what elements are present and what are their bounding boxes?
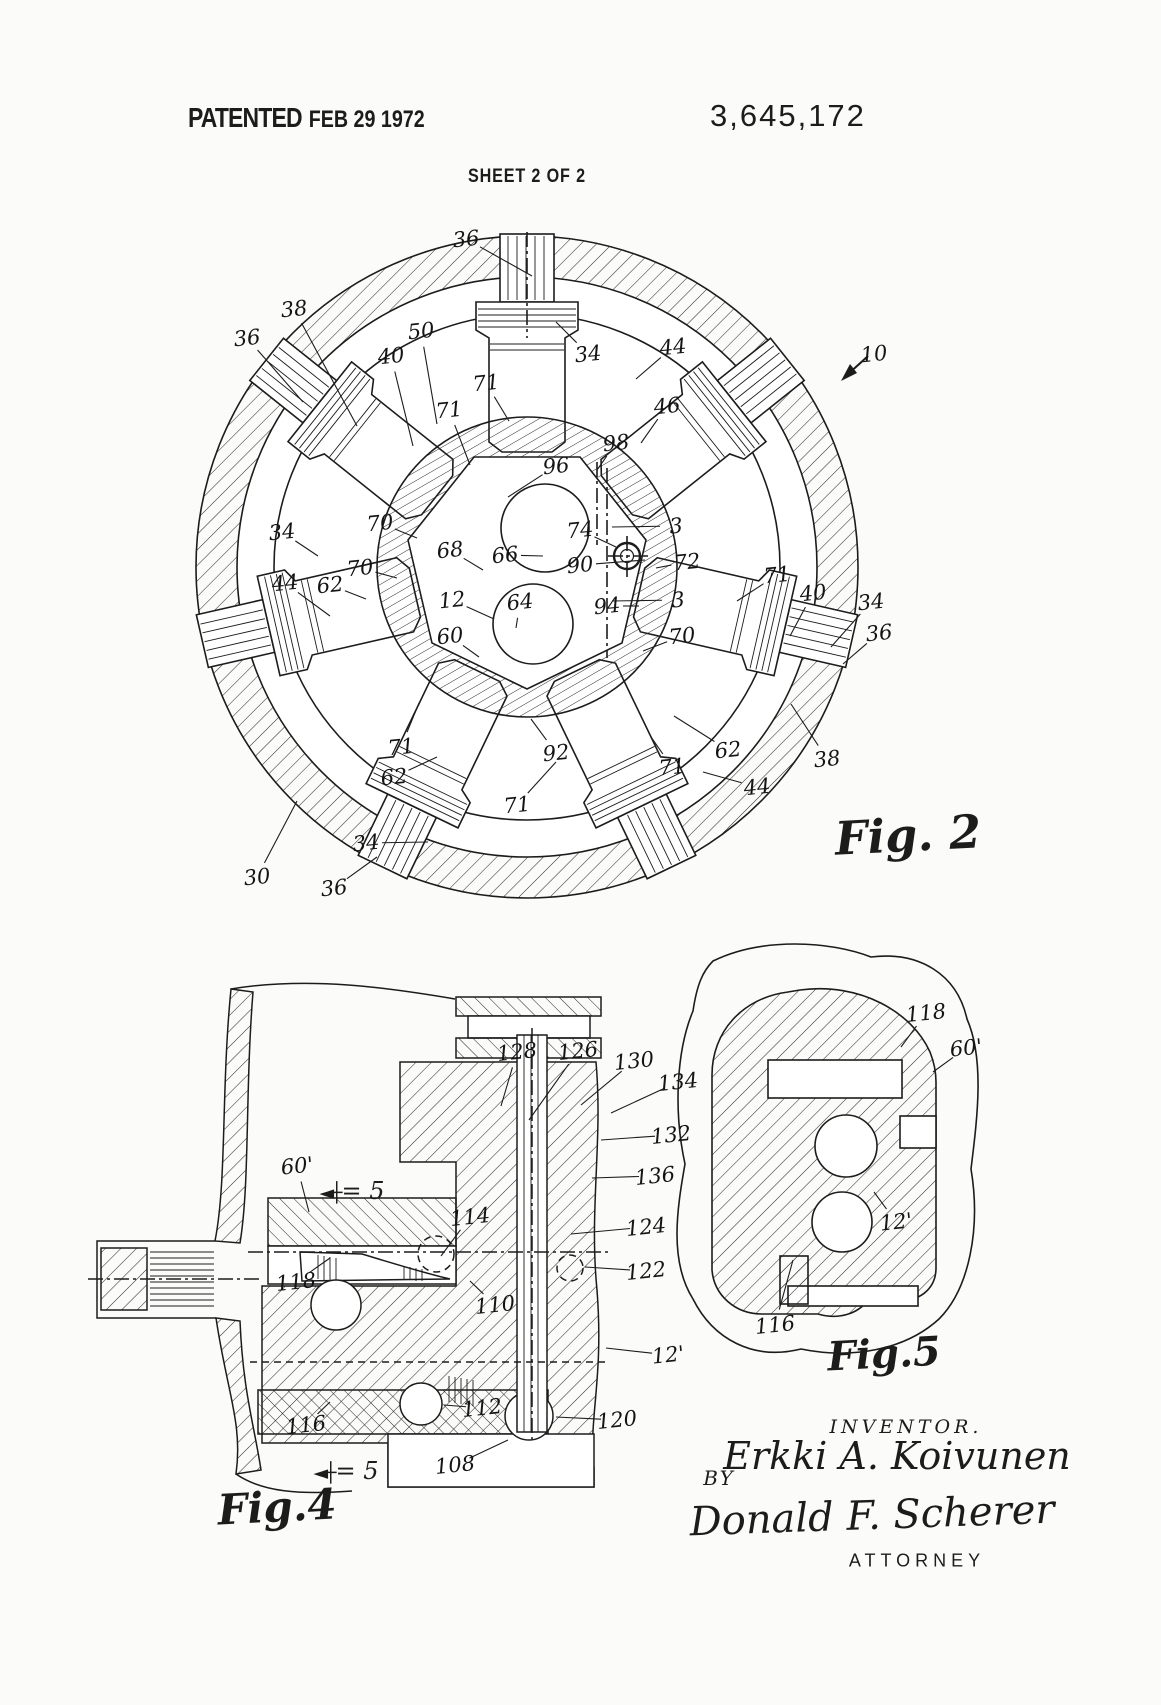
section-marker-text: = 5 xyxy=(335,1457,379,1485)
patented-date-stamp: PATENTED FEB 29 1972 xyxy=(188,102,425,134)
attorney-label: ATTORNEY xyxy=(848,1550,986,1571)
fig4-caption: Fig.4 xyxy=(216,1479,338,1535)
ref-label: 118 xyxy=(904,998,948,1028)
section-marker: ◄┼= 5 xyxy=(319,1177,384,1205)
fig2-caption: Fig. 2 xyxy=(833,804,983,866)
ref-label: 116 xyxy=(753,1310,797,1340)
ref-label: 12' xyxy=(878,1208,914,1236)
patent-number: 3,645,172 xyxy=(710,98,866,133)
inventor-label: INVENTOR. xyxy=(829,1416,983,1438)
section-marker: ◄┼= 5 xyxy=(313,1457,378,1485)
fig5-caption: Fig.5 xyxy=(826,1327,942,1381)
inventor-name: Erkki A. Koivunen xyxy=(723,1434,1071,1478)
section-arrow-icon: ◄┼ xyxy=(319,1182,342,1204)
patent-date: FEB 29 1972 xyxy=(308,106,425,133)
by-label: BY xyxy=(703,1466,735,1490)
patented-word: PATENTED xyxy=(188,102,303,133)
sheet-label: SHEET 2 OF 2 xyxy=(468,166,586,187)
section-marker-text: = 5 xyxy=(341,1177,385,1205)
section-arrow-icon: ◄┼ xyxy=(313,1462,336,1484)
ref-label: 60' xyxy=(948,1034,984,1062)
